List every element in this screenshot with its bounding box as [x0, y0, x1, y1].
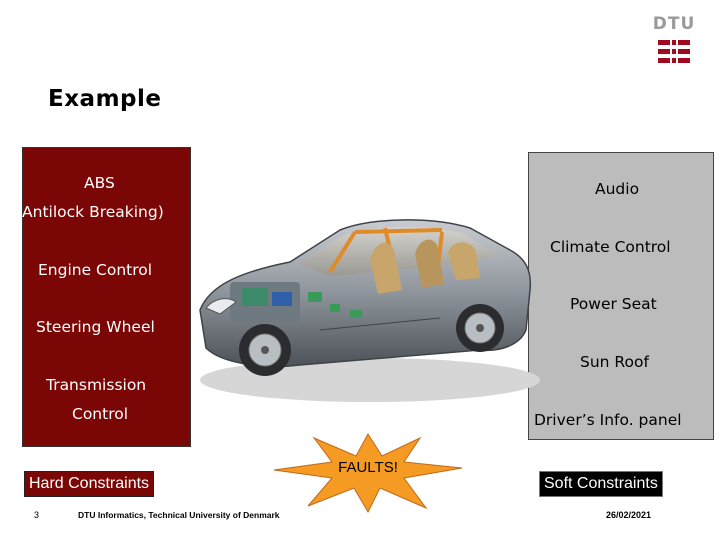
hard-constraints-panel: [22, 147, 191, 447]
soft-item-power-seat: Power Seat: [570, 295, 657, 313]
hard-item-transmission: Transmission: [46, 376, 147, 394]
faults-label: FAULTS!: [338, 459, 398, 476]
slide-title: Example: [48, 86, 162, 112]
hard-item-steering-wheel: Steering Wheel: [36, 318, 155, 336]
footer-organization: DTU Informatics, Technical University of…: [78, 510, 280, 520]
hard-item-control: Control: [72, 405, 129, 423]
soft-constraints-panel: [528, 152, 714, 440]
page-number: 3: [34, 510, 40, 520]
soft-item-drivers-info-panel: Driver’s Info. panel: [534, 411, 682, 429]
hard-item-abs: ABS: [84, 174, 115, 192]
soft-item-sun-roof: Sun Roof: [580, 353, 649, 371]
hard-item-antilock: (Antilock Breaking): [16, 203, 164, 221]
hard-item-engine-control: Engine Control: [38, 261, 153, 279]
dtu-logo: DTU: [652, 14, 696, 68]
logo-text: DTU: [652, 14, 696, 34]
hard-constraints-badge: Hard Constraints: [24, 471, 155, 497]
soft-item-audio: Audio: [595, 180, 640, 198]
logo-bar-row: [658, 40, 690, 45]
faults-starburst: FAULTS!: [273, 433, 463, 514]
car-cutaway-image: [199, 219, 540, 402]
soft-constraints-badge: Soft Constraints: [539, 471, 663, 497]
logo-bar-row: [658, 49, 690, 54]
logo-bar-row: [658, 58, 690, 63]
soft-item-climate-control: Climate Control: [550, 238, 671, 256]
footer-date: 26/02/2021: [606, 510, 652, 520]
